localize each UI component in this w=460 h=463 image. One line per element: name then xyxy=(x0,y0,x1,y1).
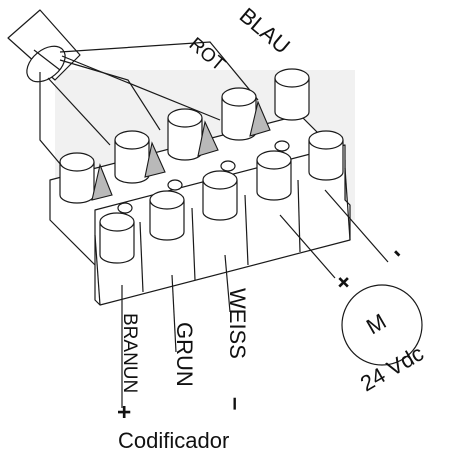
label-weiss: WEISS xyxy=(225,288,250,359)
rear-terminal-4 xyxy=(197,87,257,157)
front-terminal-4 xyxy=(256,140,292,201)
encoder-caption: Codificador xyxy=(118,428,229,453)
encoder-minus-sign: – xyxy=(222,397,249,410)
cable-sheath xyxy=(7,9,81,83)
motor-plus-sign: + xyxy=(329,268,358,297)
rear-terminal-5 xyxy=(249,68,310,137)
front-terminal-2 xyxy=(149,179,185,241)
motor-symbol: M xyxy=(341,284,423,366)
label-rot: ROT xyxy=(185,34,230,76)
label-branun: BRANUN xyxy=(119,313,140,393)
front-terminal-5 xyxy=(308,130,344,181)
terminal-block-front xyxy=(94,130,351,306)
rear-terminal-3 xyxy=(144,108,203,178)
front-terminal-3 xyxy=(202,160,238,221)
motor-minus-sign: - xyxy=(386,240,411,265)
rear-terminal-1 xyxy=(59,152,95,204)
label-blau: BLAU xyxy=(235,3,295,59)
front-terminal-1 xyxy=(99,202,135,264)
label-grun: GRUN xyxy=(172,322,197,387)
rear-terminal-2 xyxy=(91,130,150,201)
leader-lines xyxy=(121,189,389,408)
encoder-plus-sign: + xyxy=(110,405,137,419)
